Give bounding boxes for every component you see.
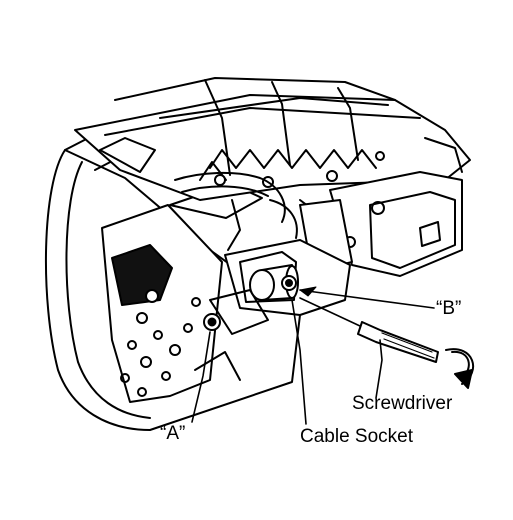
label-b: “B” xyxy=(436,298,462,319)
screw-b xyxy=(281,275,297,291)
screw-a xyxy=(203,313,221,331)
leader-lines xyxy=(191,286,435,425)
top-cover xyxy=(74,77,471,201)
left-face-plate xyxy=(101,183,263,403)
screwdriver-tool xyxy=(299,297,439,363)
label-a: “A” xyxy=(160,423,186,444)
label-screwdriver: Screwdriver xyxy=(352,393,453,414)
right-module xyxy=(299,171,463,277)
rotation-arrow xyxy=(445,348,475,389)
label-cable-socket: Cable Socket xyxy=(300,426,414,447)
